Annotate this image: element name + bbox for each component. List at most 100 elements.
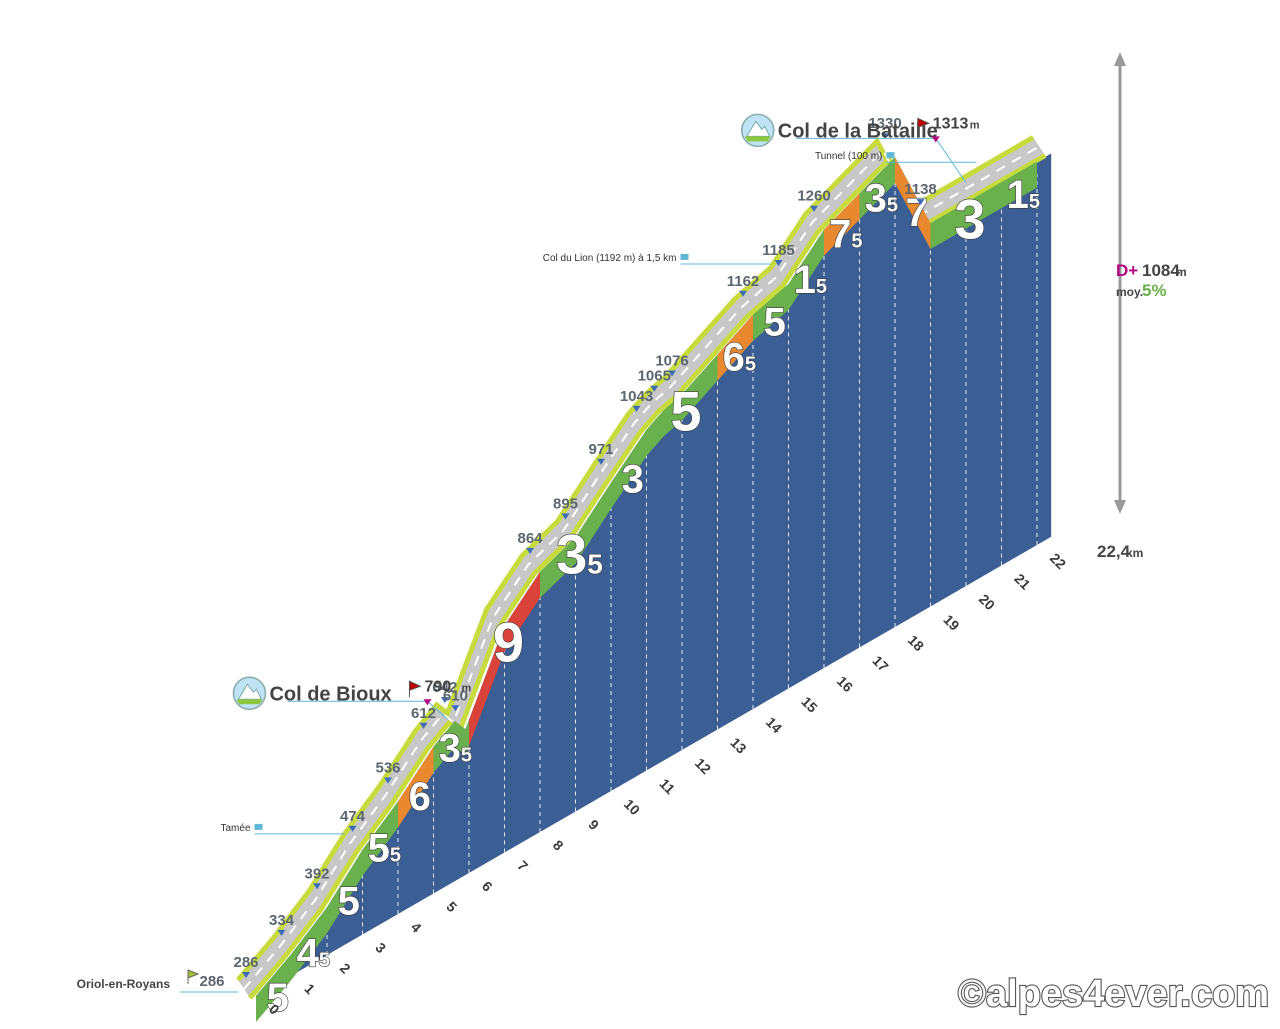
grade-band [824, 193, 860, 256]
grade-band [256, 953, 292, 1022]
altitude-label: 1185 [762, 242, 795, 259]
km-tick-label: 9 [585, 816, 602, 833]
altitude-marker-icon [881, 133, 889, 140]
summit-altitude-unit: m [970, 119, 980, 131]
summits-layer: Oriol-en-Royans 286 Col de Bioux 790 m Col de… [77, 113, 980, 993]
altitude-marker-icon [650, 385, 659, 392]
altitude-marker-icon [739, 290, 747, 297]
summit-flag-icon [917, 117, 931, 135]
grade-label: 9 [493, 611, 524, 674]
grade-label: 15 [1007, 173, 1040, 217]
km-tick-label: 11 [656, 775, 678, 797]
grade-band [398, 746, 434, 828]
poi-label: Col du Lion (1192 m) à 1,5 km [543, 253, 677, 264]
distance-value: 22,4 [1097, 542, 1131, 561]
height-arrow-top [1114, 52, 1126, 66]
km-tick-label: 13 [727, 734, 749, 756]
grade-band [469, 571, 540, 746]
altitude-marker-icon [561, 513, 570, 520]
poi-label: Tunnel (100 m) [815, 151, 882, 162]
altitude-label: 1076 [655, 353, 688, 370]
altitude-marker-icon [277, 929, 286, 936]
distance-unit: km [1126, 546, 1143, 560]
altitude-marker-icon [451, 705, 460, 712]
side-summary: D+ 1084 m moy. 5% 22,4 km [1097, 52, 1187, 561]
summit-marker-icon [423, 699, 432, 706]
summit-marker-icon [931, 136, 940, 143]
km-tick-label: 5 [443, 898, 460, 915]
summit-flag-icon [408, 680, 422, 698]
summit-name: Col de la Bataille [778, 120, 938, 142]
altitude-label: 474 [340, 808, 366, 825]
grade-label: 35 [556, 522, 603, 585]
altitude-marker-icon [384, 777, 392, 784]
altitude-label: 1330 [868, 115, 901, 132]
km-tick-label: 20 [976, 591, 998, 613]
summit-altitude: 1313 [933, 115, 969, 132]
km-tick-label: 18 [905, 632, 927, 654]
km-tick-label: 10 [621, 796, 643, 818]
summit-name: Col de Bioux [269, 683, 391, 705]
altitude-marker-icon [313, 883, 321, 890]
grade-band [1001, 161, 1037, 209]
start-name: Oriol-en-Royans [77, 977, 171, 991]
grade-band [362, 801, 398, 876]
grade-band [327, 849, 363, 934]
grade-band [717, 314, 753, 381]
altitude-label: 971 [588, 441, 613, 458]
height-arrow-bottom [1114, 500, 1126, 514]
gain-unit: m [1176, 265, 1187, 279]
grade-band [433, 719, 469, 773]
grade-band [859, 157, 895, 220]
altitude-label: 1162 [727, 273, 760, 290]
grade-label: 45 [297, 932, 330, 976]
altitude-marker-icon [440, 697, 449, 703]
profile-wall [256, 153, 1052, 996]
grade-label: 5 [670, 380, 701, 443]
grade-label: 55 [368, 827, 401, 871]
altitude-label: 1260 [797, 188, 830, 205]
altitude-label: 864 [517, 530, 543, 547]
altitude-marker-icon [419, 722, 428, 729]
grade-label: 35 [439, 726, 472, 770]
altitude-marker-icon [774, 259, 783, 266]
grade-label: 5 [764, 300, 786, 344]
km-tick-label: 7 [514, 857, 531, 874]
km-tick-label: 6 [479, 878, 496, 895]
km-tick-label: 21 [1011, 570, 1033, 592]
grade-band [646, 354, 718, 456]
gain-value: 1084 [1142, 261, 1180, 280]
poi-label: Tamée [220, 823, 250, 834]
altitude-marker-icon [242, 972, 250, 978]
road-centre-line [243, 145, 1040, 990]
wall-layer [256, 153, 1052, 996]
grade-band [611, 429, 647, 509]
grade-label: 3 [622, 457, 644, 501]
altitude-label: 1065 [638, 368, 671, 385]
altitude-label: 1138 [904, 181, 937, 198]
grade-label: 6 [409, 775, 431, 819]
km-tick-label: 4 [408, 919, 425, 936]
grade-band [930, 182, 1002, 250]
summit-altitude-unit: m [461, 682, 471, 694]
altitude-label: 612 [411, 705, 436, 722]
arrow-down-icon [680, 253, 689, 260]
summit-leader-line [935, 138, 967, 183]
start-altitude: 286 [199, 973, 224, 990]
grade-label: 75 [829, 213, 862, 257]
grade-label: 65 [723, 336, 756, 380]
altitude-label: 895 [553, 495, 578, 512]
km-tick-label: 22 [1047, 550, 1069, 572]
start-flag-icon [187, 969, 200, 984]
altitude-labels-layer: 2863343924745366126426108648959711043106… [233, 115, 937, 978]
grade-band [895, 157, 931, 250]
altitude-marker-icon [597, 458, 605, 465]
summit-leader-line [427, 700, 448, 720]
avg-value: 5% [1142, 281, 1167, 300]
km-tick-label: 15 [798, 693, 820, 715]
summit-altitude: 790 [424, 678, 451, 695]
km-tick-label: 14 [763, 714, 785, 736]
altitude-label: 334 [269, 912, 295, 929]
